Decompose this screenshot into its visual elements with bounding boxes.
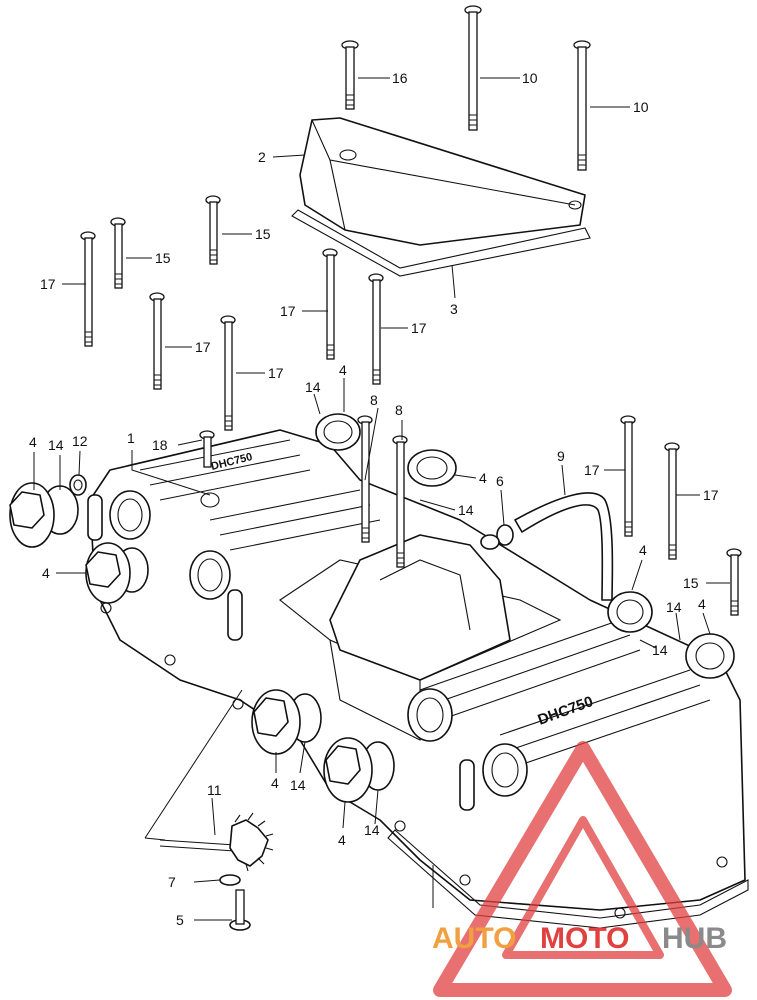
callout-6: 11: [207, 782, 222, 798]
bolt-17-g: [664, 442, 680, 560]
bolt-7: [229, 889, 251, 931]
bolt-18-a: [357, 415, 373, 543]
callout-10-b: 10: [633, 99, 649, 115]
callout-4-c: 4: [339, 362, 347, 378]
callout-15-a: 15: [255, 226, 271, 242]
callout-16: 16: [392, 70, 408, 86]
callout-4-a: 4: [29, 434, 37, 450]
watermark-auto: AUTO: [432, 922, 516, 955]
callout-7: 5: [176, 912, 184, 928]
callout-17-b: 17: [195, 339, 211, 355]
bolt-15-c: [726, 548, 742, 616]
plug-bottom-a: [251, 689, 322, 755]
bolt-14: [199, 430, 215, 468]
callout-17-a: 17: [40, 276, 56, 292]
bolt-17-c: [220, 315, 236, 431]
bolt-15-b: [110, 217, 126, 289]
callout-4-g: 4: [271, 775, 279, 791]
lower-gasket: [387, 829, 749, 929]
watermark-moto: MOTO: [540, 922, 629, 955]
breather-hose: [514, 492, 614, 601]
callout-17-e: 17: [411, 320, 427, 336]
callout-4-d: 4: [479, 470, 487, 486]
callout-labels: 2 3 10 10 16 15 15 17 17 17 17 17 1 4 14…: [29, 70, 719, 928]
plug-far-right-a: [607, 591, 653, 633]
callout-13-b: 14: [305, 379, 321, 395]
cylinder-head-cover-upper: [299, 117, 586, 246]
callout-13-f: 14: [290, 777, 306, 793]
callout-15-c: 15: [683, 575, 699, 591]
callout-18-b: 8: [395, 402, 403, 418]
watermark-logo: AUTO MOTO HUB: [432, 741, 732, 997]
callout-13-d: 14: [666, 599, 682, 615]
callout-4-e: 4: [639, 542, 647, 558]
callout-3: 3: [450, 301, 458, 317]
callout-17-f: 17: [584, 462, 600, 478]
bolt-16: [341, 40, 359, 110]
washer-12: [69, 474, 87, 496]
callout-14: 18: [152, 437, 168, 453]
washer-11: [219, 874, 241, 886]
callout-4-h: 4: [338, 832, 346, 848]
bolt-17-d: [322, 248, 338, 360]
callout-17-g: 17: [703, 487, 719, 503]
callout-18-a: 8: [370, 392, 378, 408]
bolt-17-b: [149, 292, 165, 390]
plug-bottom-b: [323, 737, 395, 803]
callout-13-g: 14: [364, 822, 380, 838]
callout-8: 9: [557, 448, 565, 464]
bolt-10-b: [573, 40, 591, 171]
plug-left-top: [9, 482, 79, 548]
callout-17-d: 17: [280, 303, 296, 319]
cover-gasket: [291, 209, 591, 277]
callout-13-e: 14: [652, 642, 668, 658]
plug-left-mid: [85, 542, 149, 604]
callout-4-b: 4: [42, 565, 50, 581]
bolt-10-a: [464, 5, 482, 131]
bolt-15-a: [205, 195, 221, 265]
watermark-hub: HUB: [662, 922, 727, 955]
callout-9: 6: [496, 473, 504, 489]
callout-12: 12: [72, 433, 88, 449]
plug-top-center: [315, 413, 361, 451]
plug-top-right: [407, 449, 457, 487]
leader-lines: [33, 77, 730, 921]
callout-13-c: 14: [458, 502, 474, 518]
callout-1: 1: [127, 430, 135, 446]
bolt-17-f: [620, 415, 636, 537]
callout-13-a: 14: [48, 437, 64, 453]
hose-clip: [480, 524, 514, 550]
bolt-17-e: [368, 273, 384, 385]
bolt-18-b: [392, 435, 408, 568]
callout-11: 7: [168, 874, 176, 890]
callout-17-c: 17: [268, 365, 284, 381]
callout-15-b: 15: [155, 250, 171, 266]
plug-far-right-b: [685, 633, 735, 679]
callout-2: 2: [258, 149, 266, 165]
tachometer-gear-shaft: [159, 812, 274, 872]
bolt-17-a: [80, 231, 96, 347]
callout-10-a: 10: [522, 70, 538, 86]
callout-4-f: 4: [698, 596, 706, 612]
